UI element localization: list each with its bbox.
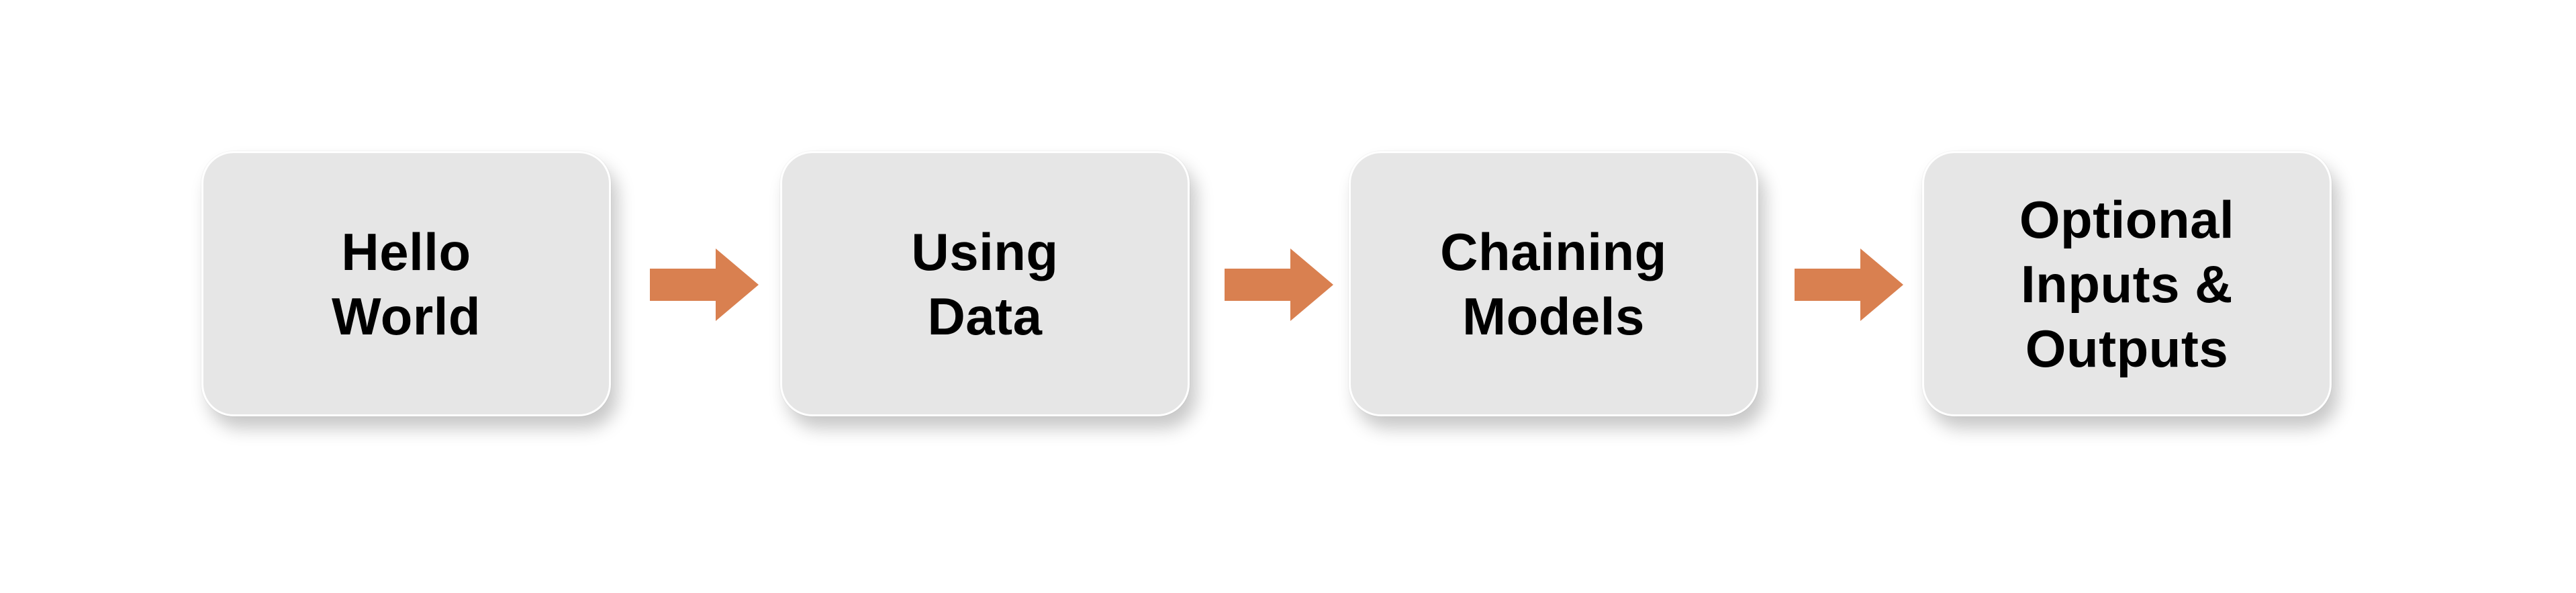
right-arrow-icon [1225, 248, 1333, 321]
step-label: Chaining Models [1440, 222, 1667, 346]
step-label: Hello World [331, 222, 481, 346]
step-label: Using Data [911, 222, 1059, 346]
step-label: Optional Inputs & Outputs [2019, 189, 2235, 378]
step-using-data: Using Data [780, 151, 1190, 416]
step-chaining-models: Chaining Models [1349, 151, 1758, 416]
step-optional-inputs-outputs: Optional Inputs & Outputs [1922, 151, 2332, 416]
step-hello-world: Hello World [201, 151, 611, 416]
right-arrow-icon [650, 248, 759, 321]
right-arrow-icon [1795, 248, 1903, 321]
